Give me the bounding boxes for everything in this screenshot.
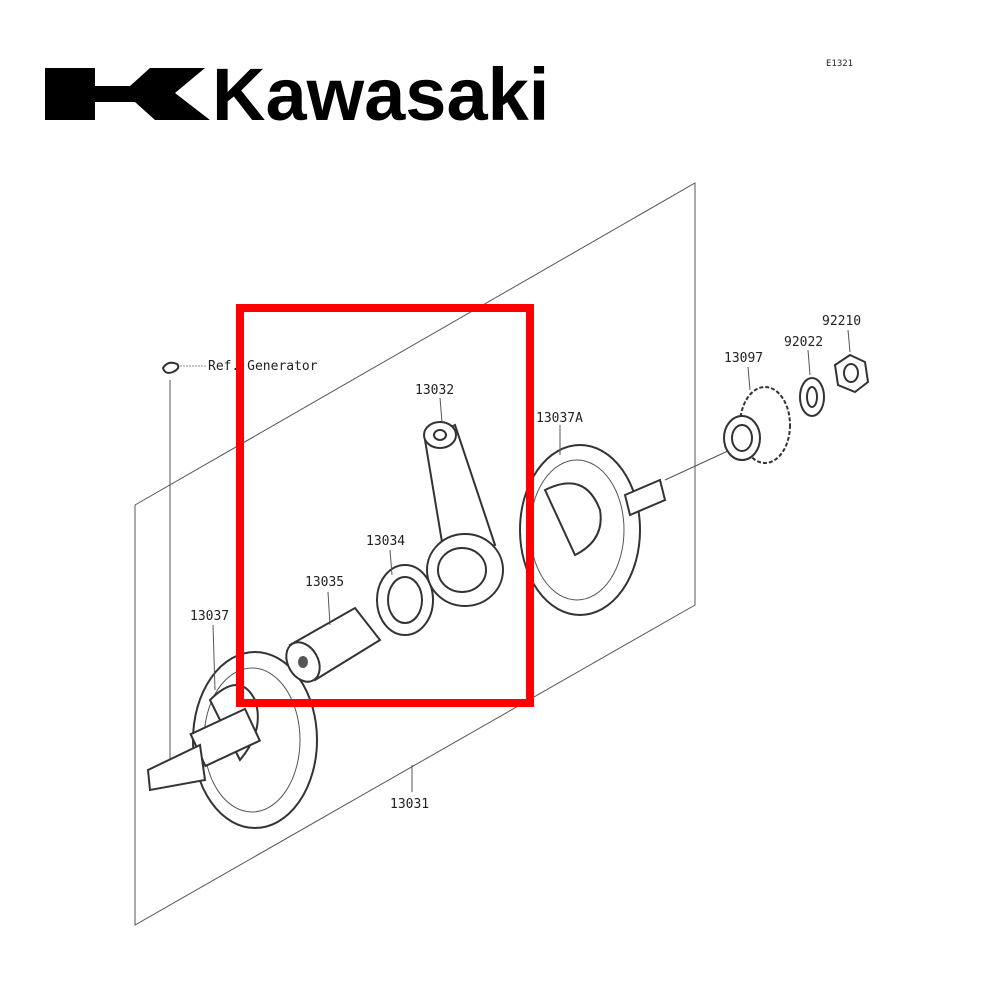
connecting-rod-13032 — [423, 421, 504, 607]
part-label-92022: 92022 — [784, 335, 823, 350]
crank-half-13037A — [519, 444, 667, 616]
washer-92022 — [799, 377, 825, 417]
part-label-92210: 92210 — [822, 314, 861, 329]
part-label-13035: 13035 — [305, 575, 344, 590]
kawasaki-k-mark — [45, 68, 210, 120]
kawasaki-logo: Kawasaki — [45, 53, 549, 136]
assembly-panel — [134, 182, 696, 926]
part-label-13097: 13097 — [724, 351, 763, 366]
part-label-13031: 13031 — [390, 797, 429, 812]
highlight-box — [236, 304, 534, 707]
gear-13097 — [723, 386, 791, 464]
ref-generator-note: Ref. Generator — [208, 359, 318, 374]
diagram-code: E1321 — [826, 59, 853, 69]
part-label-13032: 13032 — [415, 383, 454, 398]
part-label-13037: 13037 — [190, 609, 229, 624]
part-label-13037A: 13037A — [536, 411, 583, 426]
needle-bearing-13034 — [376, 564, 434, 636]
crankpin-13035 — [285, 606, 382, 683]
key-icon — [161, 361, 180, 374]
axis-line — [664, 449, 731, 481]
logo-text: Kawasaki — [212, 53, 549, 136]
crank-half-13037 — [146, 651, 318, 829]
part-label-13034: 13034 — [366, 534, 405, 549]
nut-92210 — [833, 353, 870, 394]
